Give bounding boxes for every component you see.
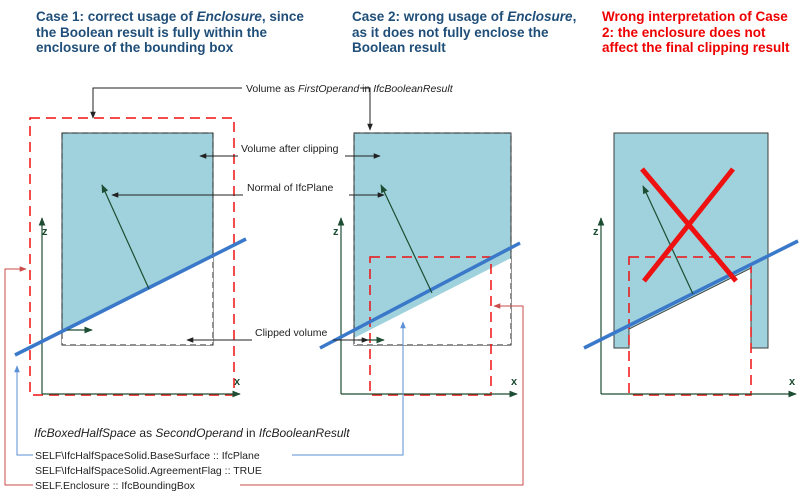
case2-heading-part-c: , as it does not fully enclose the Boole… bbox=[352, 9, 577, 55]
case3-heading-text: Wrong interpretation of Case 2: the encl… bbox=[602, 9, 790, 55]
clipped-volume-outline-case1 bbox=[61, 132, 214, 346]
case2-heading-part-b: Enclosure bbox=[507, 9, 573, 24]
leader-enclosure-case1 bbox=[4, 266, 33, 486]
enclosure-label: SELF.Enclosure :: IfcBoundingBox bbox=[35, 480, 196, 492]
axis-z-label-case2: z bbox=[333, 226, 339, 238]
normal-arrow-case3 bbox=[642, 185, 694, 295]
enclosure-box-case1 bbox=[29, 117, 235, 396]
clipped-volume-edges-case2 bbox=[353, 258, 512, 346]
clipped-region-case1 bbox=[62, 256, 213, 345]
panel-case2: x z bbox=[319, 132, 521, 398]
base-surface-label: SELF\IfcHalfSpaceSolid.BaseSurface :: If… bbox=[35, 450, 260, 462]
callouts: Volume as FirstOperand in IfcBooleanResu… bbox=[4, 83, 524, 492]
normal-of-plane-label: Normal of IfcPlane bbox=[247, 182, 334, 194]
leader-volume-to-case2 bbox=[360, 87, 373, 131]
axis-x-label-case3: x bbox=[789, 376, 796, 388]
clipped-volume-edges-case1 bbox=[61, 256, 214, 346]
volume-first-operand-label-a: Volume as bbox=[246, 83, 298, 95]
leader-enclosure-case2 bbox=[240, 303, 524, 486]
volume-first-operand-label-b: FirstOperand bbox=[298, 83, 360, 95]
enclosure-box-case2 bbox=[369, 256, 492, 396]
cross-out-icon bbox=[640, 167, 738, 283]
normal-arrow-case1 bbox=[101, 184, 150, 290]
axis-z-label-case1: z bbox=[42, 226, 48, 238]
volume-first-operand-label-c: in bbox=[359, 83, 373, 95]
second-operand-label-b: as bbox=[136, 426, 155, 440]
case2-heading-part-a: Case 2: wrong usage of bbox=[352, 9, 508, 24]
clipped-volume-outline-case2 bbox=[353, 132, 512, 346]
panel-case1: x z bbox=[14, 117, 247, 398]
plane-line-case1 bbox=[14, 237, 247, 357]
clipped-volume-label: Clipped volume bbox=[255, 327, 328, 339]
case1-heading-part-b: Enclosure bbox=[196, 9, 262, 24]
leader-volume-to-case1 bbox=[90, 87, 242, 119]
axis-x-label-case1: x bbox=[234, 376, 241, 388]
case1-heading: Case 1: correct usage of Enclosure, sinc… bbox=[36, 9, 326, 56]
clipped-region-case2 bbox=[354, 258, 511, 345]
panel-case3: x z bbox=[583, 132, 799, 398]
case3-heading: Wrong interpretation of Case 2: the encl… bbox=[602, 9, 800, 56]
plane-line-case2 bbox=[319, 241, 521, 350]
case1-heading-part-a: Case 1: correct usage of bbox=[36, 9, 197, 24]
case2-heading: Case 2: wrong usage of Enclosure, as it … bbox=[352, 9, 576, 56]
second-operand-label-a: IfcBoxedHalfSpace bbox=[34, 426, 136, 440]
leader-base-surface-case2 bbox=[292, 321, 406, 456]
axis-x-label-case2: x bbox=[511, 376, 518, 388]
normal-arrow-case2 bbox=[380, 184, 433, 294]
second-operand-label-e: IfcBooleanResult bbox=[259, 426, 350, 440]
case1-heading-part-c: , since the Boolean result is fully with… bbox=[36, 9, 304, 55]
volume-first-operand-label-d: IfcBooleanResult bbox=[373, 83, 453, 95]
second-operand-label-c: SecondOperand bbox=[155, 426, 243, 440]
leader-base-surface-case1 bbox=[14, 365, 33, 456]
axis-z-label-case3: z bbox=[593, 226, 599, 238]
agreement-flag-label: SELF\IfcHalfSpaceSolid.AgreementFlag :: … bbox=[35, 465, 262, 477]
plane-line-case3 bbox=[583, 239, 799, 350]
second-operand-label-d: in bbox=[243, 426, 259, 440]
volume-first-operand-label: Volume as FirstOperand in IfcBooleanResu… bbox=[246, 83, 454, 95]
volume-shape-case3 bbox=[613, 132, 769, 349]
second-operand-label: IfcBoxedHalfSpace as SecondOperand in If… bbox=[34, 426, 350, 440]
volume-after-clipping-label: Volume after clipping bbox=[241, 143, 339, 155]
